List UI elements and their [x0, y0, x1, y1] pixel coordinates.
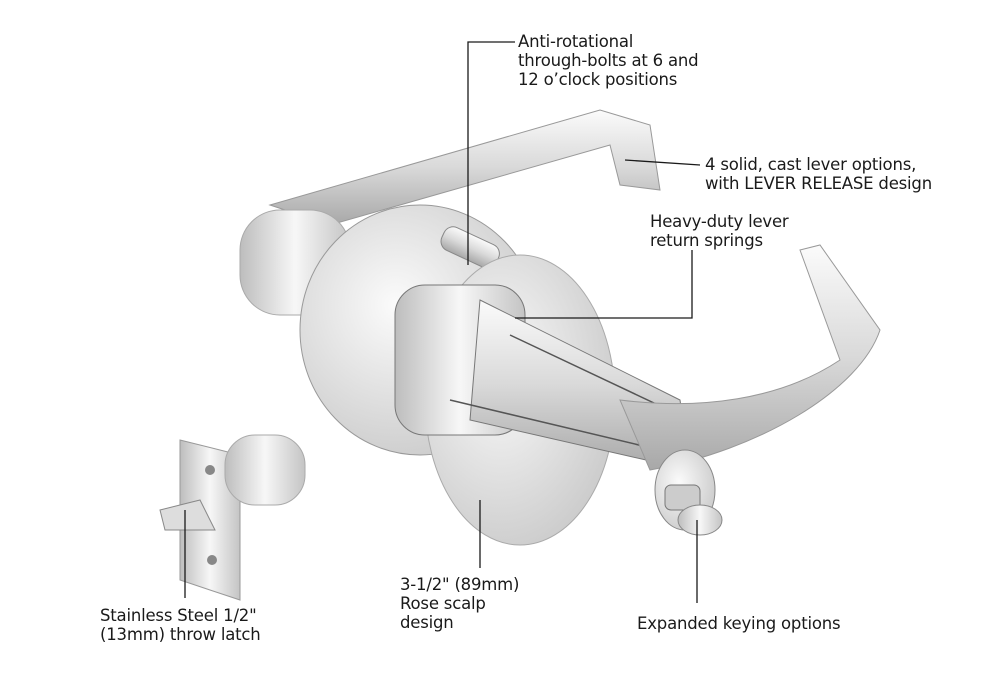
latch: [159, 434, 306, 601]
callout-keying: Expanded keying options: [637, 614, 841, 633]
callout-line: 12 o’clock positions: [518, 70, 678, 89]
callout-line: 3-1/2" (89mm): [400, 575, 520, 594]
callout-line: design: [400, 613, 454, 632]
callout-return-springs: Heavy-duty lever return springs: [650, 212, 789, 250]
callout-through-bolts: Anti-rotational through-bolts at 6 and 1…: [518, 32, 699, 89]
callout-line: through-bolts at 6 and: [518, 51, 699, 70]
callout-rose: 3-1/2" (89mm) Rose scalp design: [400, 575, 519, 632]
callout-line: (13mm) throw latch: [100, 625, 261, 644]
callout-line: 4 solid, cast lever options,: [705, 155, 917, 174]
leader-lines: [184, 41, 701, 603]
callout-latch: Stainless Steel 1/2" (13mm) throw latch: [100, 606, 261, 644]
callout-line: Heavy-duty lever: [650, 212, 789, 231]
front-lever: [619, 244, 881, 536]
callout-line: Rose scalp: [400, 594, 486, 613]
callout-line: Expanded keying options: [637, 614, 841, 633]
callout-line: Anti-rotational: [518, 32, 634, 51]
callout-line: return springs: [650, 231, 763, 250]
callout-line: with LEVER RELEASE design: [705, 174, 932, 193]
callout-line: Stainless Steel 1/2": [100, 606, 257, 625]
callout-lever-options: 4 solid, cast lever options, with LEVER …: [705, 155, 932, 193]
